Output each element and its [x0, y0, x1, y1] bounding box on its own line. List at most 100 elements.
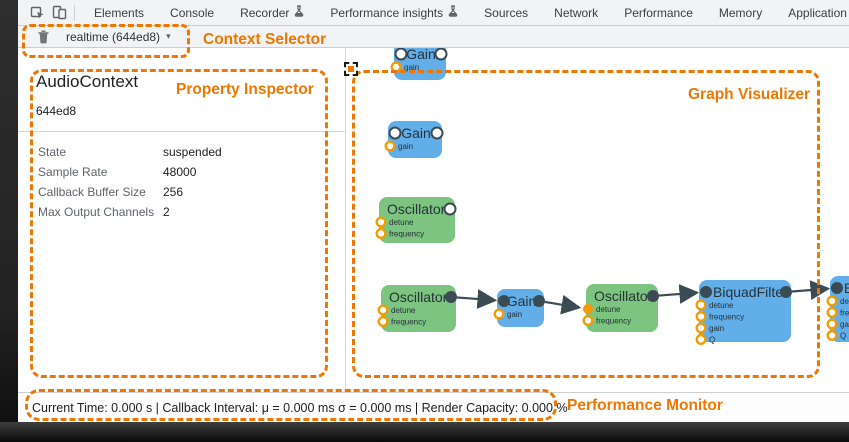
param-port-detune: [695, 299, 707, 311]
param-label: frequency: [596, 317, 631, 326]
tab-performance-insights[interactable]: Performance insights: [317, 0, 471, 25]
param-port-detune: [583, 304, 593, 314]
param-port-frequency: [582, 315, 594, 327]
tab-recorder[interactable]: Recorder: [227, 0, 317, 25]
input-port: [831, 282, 843, 294]
node-title: BiquadFilter: [844, 280, 849, 296]
input-port: [700, 286, 712, 298]
input-port: [388, 126, 402, 140]
param-label: frequency: [840, 309, 849, 318]
output-port: [430, 126, 444, 140]
tab-sources[interactable]: Sources: [484, 5, 529, 20]
node-body: [699, 280, 791, 342]
input-port: [498, 295, 510, 307]
window-left-edge: [0, 0, 18, 442]
inspect-element-icon[interactable]: [26, 3, 48, 23]
graph-edge: [456, 289, 498, 309]
context-selector-dropdown[interactable]: realtime (644ed8) ▾: [66, 30, 171, 44]
window-bottom-edge: [0, 422, 849, 442]
property-value: 256: [163, 185, 184, 199]
trash-icon[interactable]: [30, 27, 56, 47]
param-label: frequency: [709, 313, 744, 322]
node-title: Gain: [406, 46, 436, 62]
output-port: [647, 290, 659, 302]
toolbar-icon-group: [18, 3, 81, 23]
property-label: Callback Buffer Size: [38, 185, 146, 199]
param-label: detune: [391, 306, 416, 315]
param-label: gain: [404, 63, 419, 72]
param-label: frequency: [391, 318, 426, 327]
param-port-detune: [826, 295, 838, 307]
tab-performance[interactable]: Performance: [624, 5, 693, 20]
input-port: [394, 47, 408, 61]
param-port-frequency: [377, 316, 389, 328]
tab-console[interactable]: Console: [170, 5, 215, 20]
experiment-flask-icon: [289, 5, 304, 20]
device-toolbar-icon[interactable]: [48, 3, 70, 23]
param-label: Q: [840, 332, 846, 341]
chevron-down-icon: ▾: [166, 31, 171, 41]
param-label: frequency: [389, 230, 424, 239]
property-row: Callback Buffer Size 256: [38, 182, 338, 202]
property-value: suspended: [163, 145, 222, 159]
param-label: detune: [389, 218, 414, 227]
node-title: BiquadFilter: [713, 284, 788, 300]
param-port-frequency: [695, 311, 707, 323]
param-label: gain: [398, 142, 413, 151]
param-label: gain: [840, 320, 849, 329]
context-selector-label: realtime (644ed8): [66, 29, 161, 44]
output-port: [443, 202, 457, 216]
inspector-divider: [18, 131, 345, 132]
param-label: detune: [840, 297, 849, 306]
node-body: [379, 197, 455, 243]
audio-graph: GaingainGaingainOscillatordetunefrequenc…: [375, 42, 849, 346]
graph-edge: [658, 284, 700, 304]
param-port-frequency: [826, 307, 838, 319]
property-label: Sample Rate: [38, 165, 108, 179]
param-port-Q: [695, 334, 707, 346]
output-port: [780, 286, 792, 298]
tab-memory[interactable]: Memory: [718, 5, 763, 20]
node-title: Oscillator: [389, 289, 448, 305]
tab-network[interactable]: Network: [554, 5, 599, 20]
param-label: gain: [709, 324, 724, 333]
output-port: [434, 47, 448, 61]
property-row: State suspended: [38, 142, 338, 162]
param-port-gain: [695, 322, 707, 334]
node-body: [586, 284, 658, 332]
param-label: detune: [709, 301, 734, 310]
node-title: Gain: [401, 125, 431, 141]
tab-application[interactable]: Application: [788, 5, 847, 20]
param-label: gain: [507, 310, 522, 319]
param-port-gain: [384, 140, 396, 152]
param-port-detune: [377, 304, 389, 316]
performance-status-bar: Current Time: 0.000 s | Callback Interva…: [18, 392, 849, 422]
property-label: State: [38, 145, 67, 159]
param-port-gain: [493, 308, 505, 320]
property-value: 2: [163, 205, 170, 219]
experiment-flask-icon: [443, 5, 458, 20]
audiocontext-title: AudioContext: [36, 72, 139, 91]
node-title: Oscillator: [387, 201, 446, 217]
output-port: [445, 291, 457, 303]
toolbar-divider: [74, 4, 75, 21]
panel-split-divider[interactable]: [345, 48, 346, 392]
tab-elements[interactable]: Elements: [94, 5, 145, 20]
graph-edge: [791, 280, 831, 300]
param-port-frequency: [375, 227, 387, 239]
param-port-Q: [826, 330, 838, 342]
performance-metrics-text: Current Time: 0.000 s | Callback Interva…: [32, 400, 568, 415]
